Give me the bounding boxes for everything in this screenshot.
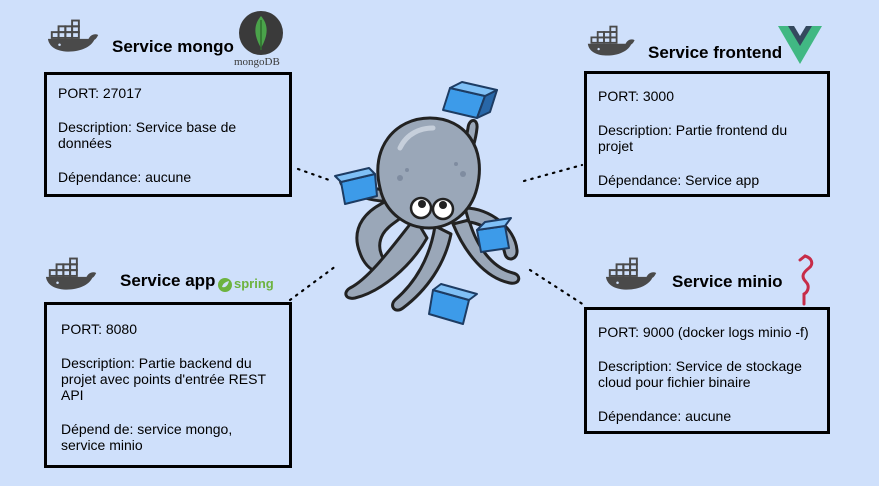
service-mongo-title: Service mongo [112,37,234,56]
service-app-dependency: Dépend de: service mongo, service minio [61,421,233,453]
service-frontend-header: Service frontend [586,16,836,68]
container-box-bottom [428,283,478,325]
service-frontend-port: PORT: 3000 [598,88,675,104]
service-app-title: Service app [120,271,216,290]
spring-logo-icon [218,278,232,292]
service-app-port: PORT: 8080 [61,321,138,337]
docker-compose-octopus [334,81,521,325]
service-minio-header: Service minio [604,250,844,306]
connector-mongo [296,167,334,183]
container-box-left [334,167,378,205]
service-frontend-card: PORT: 3000 Description: Partie frontend … [584,71,830,197]
service-mongo-dependency: Dépendance: aucune [58,169,192,185]
service-mongo-description: Description: Service base de données [58,119,237,151]
service-minio-title: Service minio [672,272,783,291]
service-minio-description: Description: Service de stockage cloud p… [598,358,802,390]
connector-frontend [522,163,584,183]
service-app-header: Service app spring [44,252,284,298]
mongodb-leaf-icon [239,11,283,55]
service-frontend-dependency: Dépendance: Service app [598,172,760,188]
container-box-right [476,217,512,253]
vue-logo-icon [778,26,822,64]
container-box-top [442,81,498,119]
service-mongo-port: PORT: 27017 [58,85,142,101]
minio-flamingo-icon [798,254,814,306]
service-frontend-description: Description: Partie frontend du projet [598,122,788,154]
service-minio-dependency: Dépendance: aucune [598,408,732,424]
service-mongo-header: Service mongo mongoDB [46,11,306,68]
connector-minio [528,268,586,307]
service-mongo-card: PORT: 27017 Description: Service base de… [44,72,292,197]
service-minio-card: PORT: 9000 (docker logs minio -f) Descri… [584,307,830,434]
service-app-card: PORT: 8080 Description: Partie backend d… [44,302,292,468]
service-frontend-title: Service frontend [648,43,783,62]
spring-logo-text: spring [234,276,274,291]
connector-app [288,264,338,302]
service-minio-port: PORT: 9000 (docker logs minio -f) [598,324,809,340]
mongodb-logo-text: mongoDB [234,56,280,68]
service-app-description: Description: Partie backend du projet av… [61,355,266,403]
